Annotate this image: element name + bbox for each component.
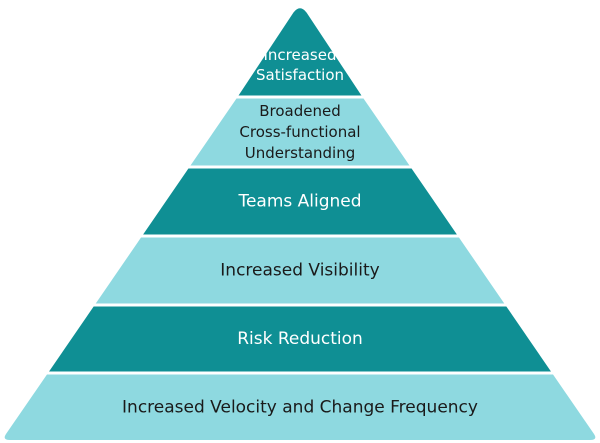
pyramid-label-line: Broadened: [259, 102, 341, 120]
pyramid-label-risk-reduction: Risk Reduction: [237, 329, 363, 349]
pyramid-label-line: Risk Reduction: [237, 329, 363, 349]
pyramid-tier-risk-reduction: [49, 306, 551, 372]
pyramid-label-line: Teams Aligned: [237, 192, 361, 212]
pyramid-label-velocity: Increased Velocity and Change Frequency: [122, 397, 478, 417]
pyramid-tier-teams-aligned: [143, 168, 457, 235]
pyramid-label-visibility: Increased Visibility: [220, 261, 379, 281]
pyramid-tiers: [4, 8, 596, 440]
pyramid-label-teams-aligned: Teams Aligned: [237, 192, 361, 212]
pyramid-tier-velocity: [4, 374, 596, 440]
pyramid-label-line: Increased: [263, 45, 336, 63]
pyramid-tier-visibility: [95, 237, 505, 304]
pyramid-label-line: Understanding: [245, 144, 356, 162]
pyramid-tier-understanding: [190, 98, 410, 166]
pyramid-label-line: Increased Velocity and Change Frequency: [122, 397, 478, 417]
pyramid-label-line: Cross-functional: [239, 123, 360, 141]
pyramid-label-line: Increased Visibility: [220, 261, 379, 281]
pyramid-label-line: Satisfaction: [256, 65, 344, 83]
pyramid-tier-satisfaction: [238, 8, 362, 96]
